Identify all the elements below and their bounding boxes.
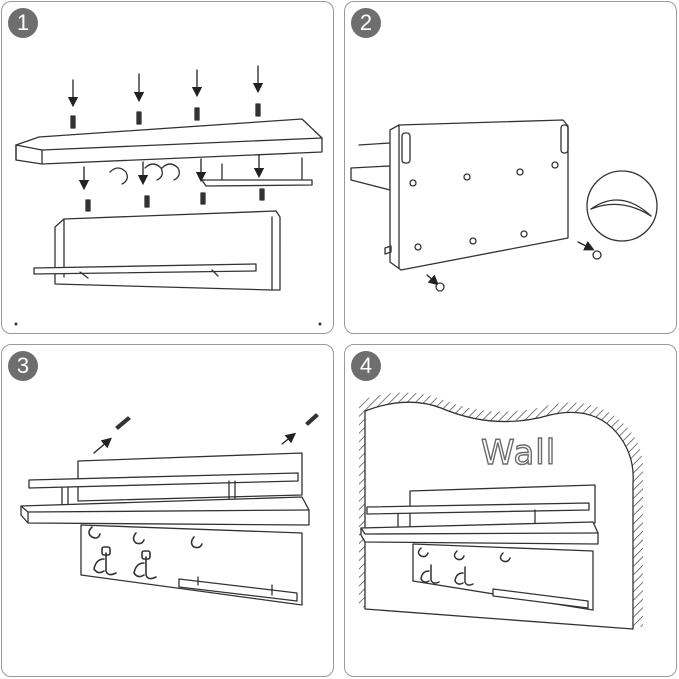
hook-board	[412, 543, 594, 611]
step-3-panel: 3	[1, 344, 334, 677]
towel-bar	[201, 157, 313, 187]
hooks	[88, 526, 203, 580]
screw-arrows	[93, 432, 297, 454]
hook-board	[80, 524, 303, 606]
wall-label: Wall	[480, 432, 557, 473]
step-1-panel: 1	[1, 1, 334, 334]
side-shelf-edge	[350, 142, 391, 191]
mid-screw-arrows	[78, 154, 265, 191]
back-panel	[54, 210, 281, 291]
step-2-illustration	[350, 119, 658, 292]
pins	[384, 245, 392, 255]
mounting-holes	[409, 161, 559, 251]
shelf	[360, 521, 599, 545]
top-screws	[70, 103, 261, 129]
step-1-badge: 1	[8, 8, 38, 38]
hooks	[109, 163, 180, 185]
step-2-badge: 2	[351, 8, 381, 38]
suction-cup-detail	[586, 170, 658, 242]
hooks	[417, 547, 511, 586]
step-4-panel: 4 Wall	[344, 344, 677, 677]
step-3-illustration	[20, 413, 319, 606]
towel-bar	[492, 588, 589, 609]
step-2-panel: 2	[344, 1, 677, 334]
top-screw-arrows	[67, 65, 264, 108]
towel-bar	[178, 576, 298, 602]
shelf	[20, 496, 310, 526]
front-rod	[33, 263, 257, 279]
pads-arrows	[426, 241, 595, 286]
mid-screws	[85, 188, 265, 212]
pads	[435, 250, 602, 292]
step-4-illustration	[359, 392, 644, 630]
step-4-badge: 4	[351, 351, 381, 381]
screws	[115, 413, 319, 430]
step-3-badge: 3	[8, 351, 38, 381]
step-1-illustration	[14, 65, 323, 326]
shelf-board	[15, 118, 323, 165]
